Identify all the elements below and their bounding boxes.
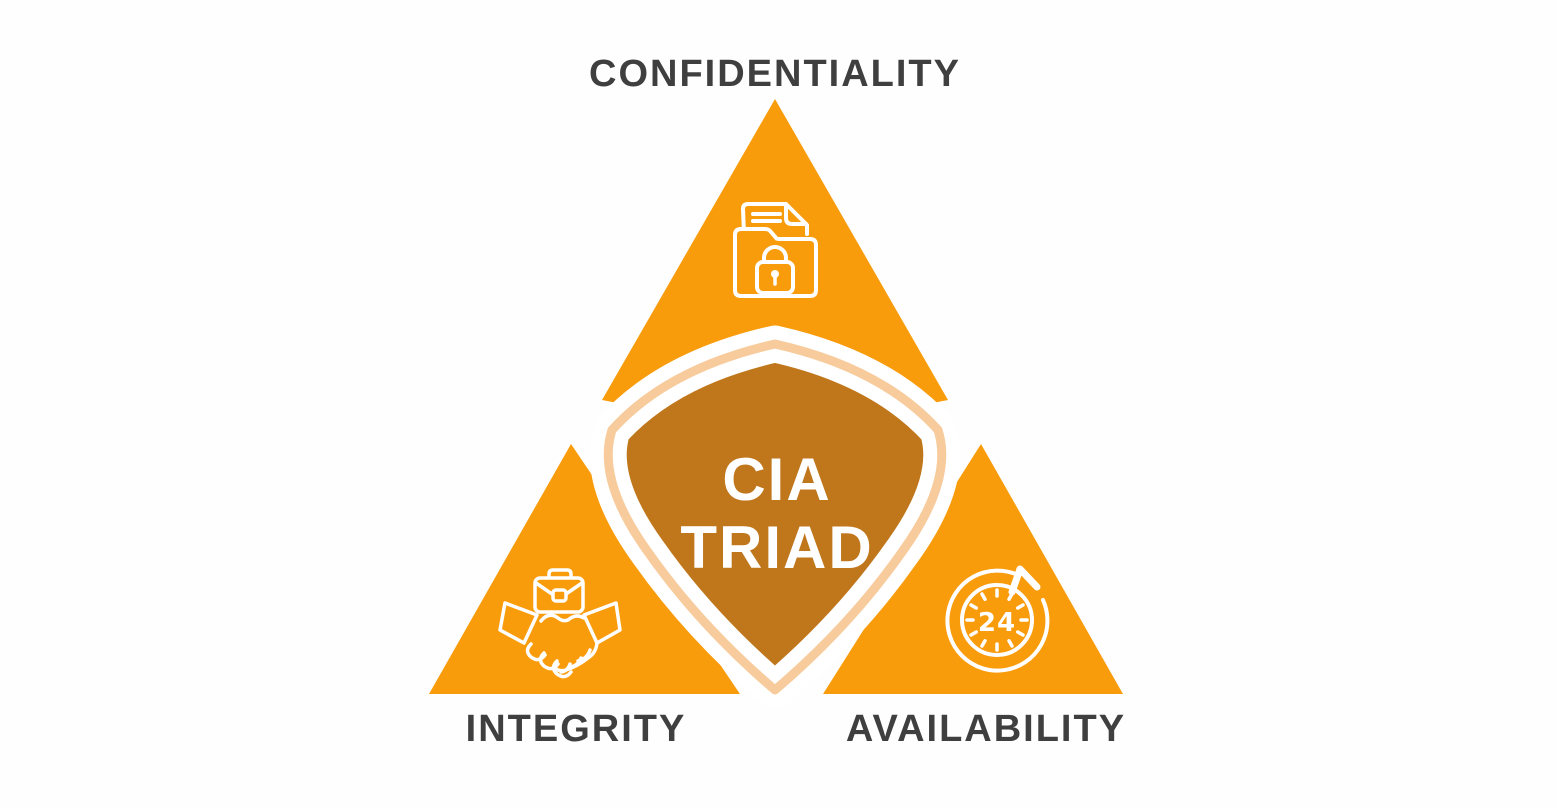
clock-24-label: 24 [978, 608, 1016, 638]
clock-arrow-head [1008, 565, 1041, 596]
confidentiality-label: CONFIDENTIALITY [589, 53, 961, 95]
handshake-briefcase-icon [498, 568, 622, 679]
briefcase-handle [547, 568, 573, 580]
briefcase-clasp [551, 588, 568, 603]
integrity-label: INTEGRITY [466, 708, 687, 750]
shield-peach-outline [603, 339, 947, 695]
briefcase-flap-lines [534, 581, 584, 596]
padlock-shackle [762, 245, 788, 264]
document-fold [784, 203, 808, 226]
shield-title-line1: CIA [722, 446, 831, 513]
folder-lock-icon [733, 202, 818, 298]
clock-outer-arc [945, 568, 1050, 673]
handshake-knuckle-3 [551, 659, 573, 679]
24-hour-clock-icon: 24 [945, 565, 1050, 673]
handshake-thumbs [539, 613, 586, 623]
handshake-right-fingers [559, 648, 592, 674]
document-text-lines [751, 212, 782, 223]
shield: CIA TRIAD [589, 325, 961, 709]
handshake-left-cuff [498, 601, 539, 645]
shield-title-line2: TRIAD [680, 514, 873, 581]
clock-ticks [965, 588, 1029, 652]
padlock-keyhole [771, 270, 779, 278]
document-outline [741, 202, 809, 236]
clock-face [960, 583, 1034, 657]
integrity-triangle [429, 444, 740, 694]
availability-label: AVAILABILITY [846, 708, 1126, 750]
